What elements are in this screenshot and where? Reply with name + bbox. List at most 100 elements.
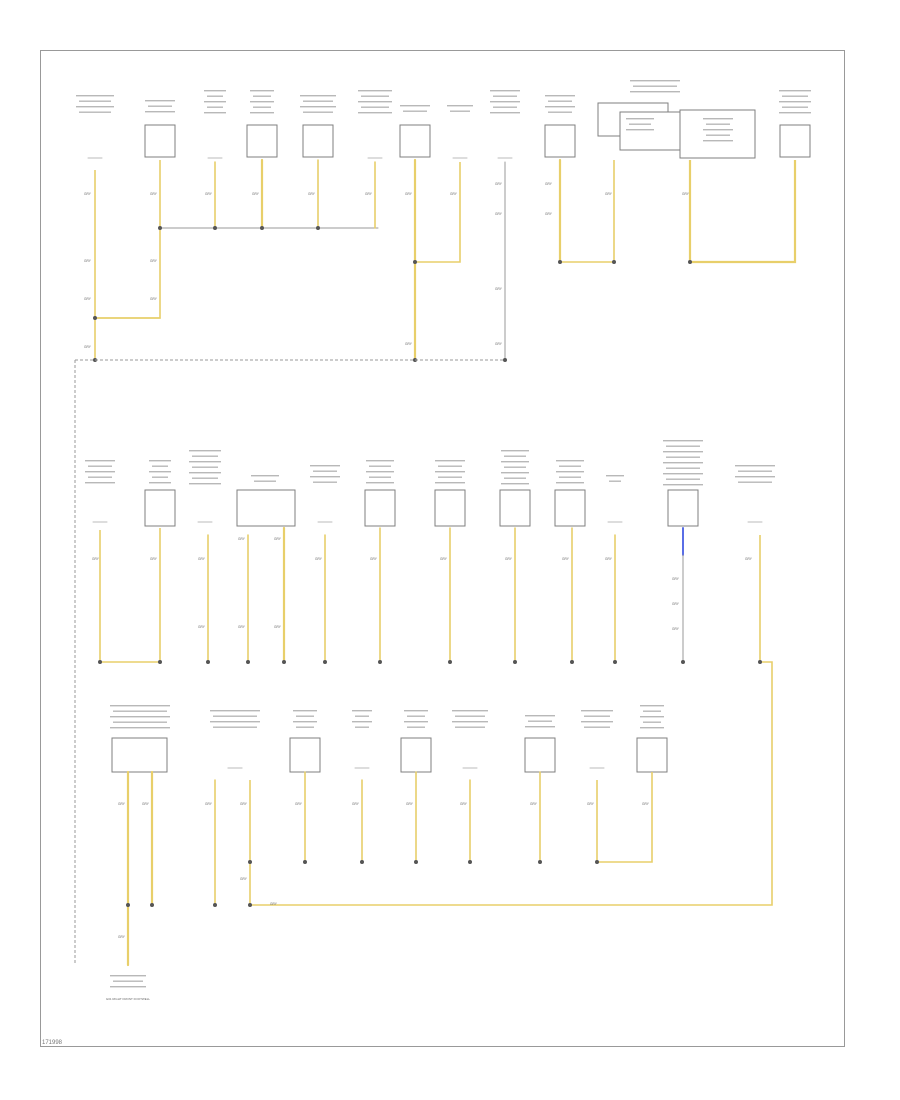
component-label (369, 476, 391, 478)
wire-label: GRY (240, 802, 248, 806)
component-label (207, 95, 223, 97)
wire-label: GRY (405, 342, 413, 346)
wire-label: GRY (118, 802, 126, 806)
component-label (352, 721, 372, 723)
wire-label: GRY (150, 192, 158, 196)
component-label (609, 480, 621, 482)
component-label (113, 710, 167, 712)
component-label (779, 112, 811, 114)
wire-label: GRY (150, 259, 158, 263)
component-label (626, 118, 654, 120)
component-label (548, 100, 572, 102)
component-label (79, 100, 111, 102)
component-label (501, 461, 529, 463)
wire-label: GRY (605, 192, 613, 196)
wire-label: GRY (84, 259, 92, 263)
wire-label: GRY (270, 902, 278, 906)
component-box (619, 111, 681, 151)
component-label (210, 721, 260, 723)
component-label (407, 726, 425, 728)
component-label (545, 95, 575, 97)
wire-label: GRY (642, 802, 650, 806)
component-box (246, 124, 278, 158)
component-label (213, 715, 257, 717)
component-label (738, 481, 772, 483)
component-label (435, 482, 465, 484)
component-label (113, 721, 167, 723)
wire-label: GRY (530, 802, 538, 806)
component-label (626, 129, 654, 131)
component-label (450, 110, 470, 112)
splice-node (503, 358, 507, 362)
component-label (455, 715, 485, 717)
component-label (189, 461, 221, 463)
component-label (189, 483, 221, 485)
wire-ground-yellow (250, 535, 773, 906)
component-label (254, 480, 276, 482)
component-label (250, 112, 274, 114)
component-label (213, 726, 257, 728)
component-label (643, 721, 661, 723)
splice-node (448, 660, 452, 664)
component-label (452, 721, 488, 723)
component-label (152, 465, 168, 467)
wire-label: GRY (562, 557, 570, 561)
splice-node (98, 660, 102, 664)
wire-label: GRY (605, 557, 613, 561)
wire-label: GRY (672, 627, 680, 631)
splice-node (303, 860, 307, 864)
splice-node (248, 860, 252, 864)
splice-node (468, 860, 472, 864)
component-label (88, 465, 112, 467)
splice-node (612, 260, 616, 264)
wire-label: GRY (672, 577, 680, 581)
component-label (666, 478, 700, 480)
component-label (366, 471, 394, 473)
component-label (559, 465, 581, 467)
component-label (110, 705, 170, 707)
wire-label: GRY (672, 602, 680, 606)
splice-node (260, 226, 264, 230)
wire-label: GRY (118, 935, 126, 939)
component-label (493, 95, 517, 97)
ground-point-label (113, 980, 143, 982)
component-label (407, 715, 425, 717)
component-label (404, 721, 428, 723)
component-label (490, 112, 520, 114)
component-box (544, 124, 576, 158)
component-label (296, 726, 314, 728)
component-label (296, 715, 314, 717)
wire-label: GRY (274, 537, 282, 541)
component-label (504, 466, 526, 468)
splice-node (158, 660, 162, 664)
component-label (666, 467, 700, 469)
wire-label: GRY (92, 557, 100, 561)
component-label (504, 477, 526, 479)
wire-label: GRY (274, 625, 282, 629)
splice-node (126, 903, 130, 907)
splice-node (688, 260, 692, 264)
component-label (149, 460, 171, 462)
splice-node (570, 660, 574, 664)
component-label (735, 476, 775, 478)
splice-node (513, 660, 517, 664)
component-label (293, 710, 317, 712)
splice-node (378, 660, 382, 664)
component-label (253, 106, 271, 108)
wire-label: GRY (545, 212, 553, 216)
wire-label: GRY (252, 192, 260, 196)
component-label (250, 90, 274, 92)
component-label (300, 106, 336, 108)
component-box (779, 124, 811, 158)
component-label (250, 101, 274, 103)
diagram-frame (40, 50, 845, 1047)
splice-node (360, 860, 364, 864)
component-label (528, 720, 552, 722)
wire-label: GRY (365, 192, 373, 196)
ground-point-label (110, 986, 146, 988)
component-box (302, 124, 334, 158)
component-label (85, 482, 115, 484)
component-label (358, 112, 392, 114)
component-label (361, 106, 389, 108)
